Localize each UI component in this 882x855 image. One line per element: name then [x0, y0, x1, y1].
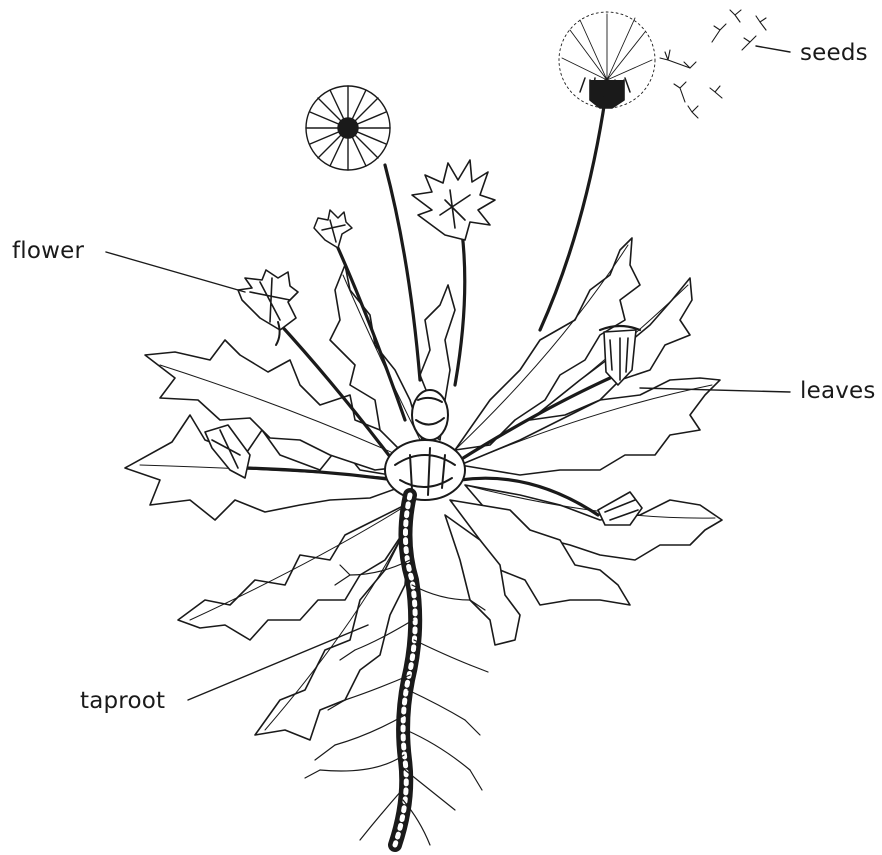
flower-small: [314, 210, 352, 248]
label-flower: flower: [12, 238, 84, 264]
stem-flower-mid: [455, 232, 465, 385]
label-seeds: seeds: [800, 40, 868, 66]
flower-puffball: [306, 86, 390, 170]
seedhead: [559, 12, 655, 108]
label-taproot: taproot: [80, 688, 165, 714]
label-leaves: leaves: [800, 378, 876, 404]
flower-open-mid: [412, 160, 495, 240]
leader-seeds: [756, 46, 790, 52]
leader-flower: [106, 252, 245, 292]
flying-seeds: [660, 10, 766, 118]
